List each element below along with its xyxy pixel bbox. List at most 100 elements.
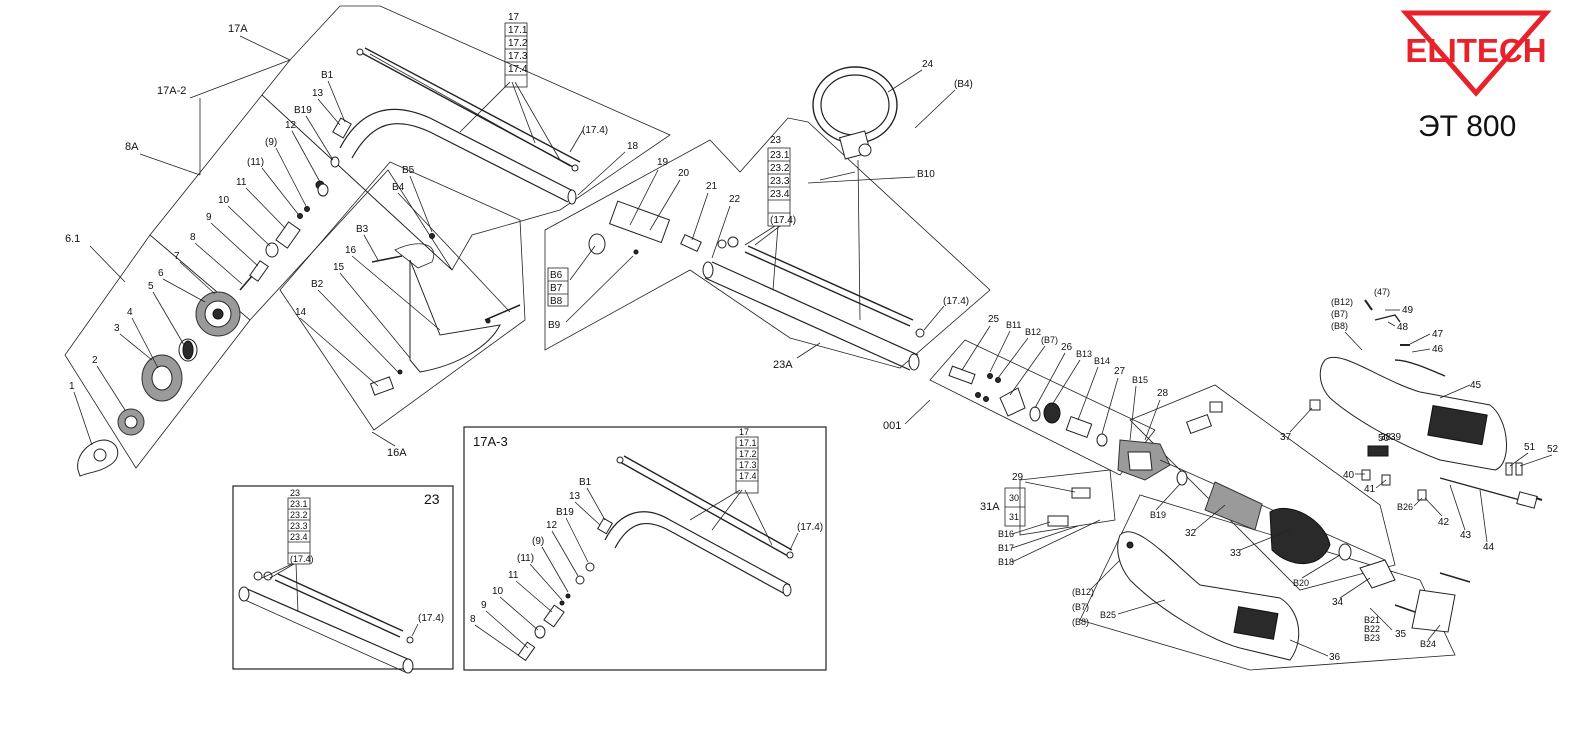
label-18: 18	[627, 141, 639, 152]
handle-24	[812, 66, 898, 160]
label-33: 33	[1230, 548, 1242, 559]
label-17.4b: (17.4)	[943, 296, 969, 307]
label-25: 25	[988, 314, 1000, 325]
trimmer-head-6.1	[77, 291, 241, 477]
inset23-label-17.4: (17.4)	[418, 613, 444, 624]
inset23-3: 23.3	[290, 521, 308, 531]
label-B7b: (B7)	[1072, 602, 1089, 612]
label-B5: B5	[402, 165, 415, 176]
inset-label-17.4: (17.4)	[797, 522, 823, 533]
label-B13: B13	[1076, 349, 1092, 359]
label-B10: B10	[917, 169, 935, 180]
label-B8c: (B8)	[1331, 321, 1348, 331]
label-52: 52	[1547, 444, 1559, 455]
stack23-1: 23.1	[770, 150, 790, 161]
brand-triangle-icon	[1400, 10, 1552, 97]
stack23-2: 23.2	[770, 163, 790, 174]
part-chain-8A	[239, 156, 340, 291]
inset-label-8: 8	[470, 614, 476, 625]
label-7: 7	[174, 251, 180, 262]
label-35: 35	[1395, 629, 1407, 640]
stack-box-17: 17 17.1 17.2 17.3 17.4	[459, 12, 561, 161]
brand-logo: ELITECH ЭТ 800	[1396, 8, 1576, 158]
stackb6-2: B8	[550, 296, 563, 307]
label-13: 13	[312, 88, 324, 99]
stack3031-1: 31	[1009, 512, 1019, 522]
label-24: 24	[922, 59, 934, 70]
stack-box-17-inset: 17 17.1 17.2 17.3 17.4	[689, 427, 773, 546]
label-39: 39	[1390, 432, 1402, 443]
inset-label-9: 9	[481, 600, 487, 611]
label-B12c: (B12)	[1331, 297, 1353, 307]
label-47b: (47)	[1374, 287, 1390, 297]
label-27: 27	[1114, 366, 1126, 377]
stack-box-3031: 30 31	[1004, 487, 1026, 527]
group-17A: 17A	[228, 23, 248, 35]
stack-box-23-inset: 23 23.1 23.2 23.3 23.4 (17.4)	[261, 488, 314, 613]
label-16: 16	[345, 245, 357, 256]
inset-label-9b: (9)	[532, 536, 544, 547]
inset17-3: 17.3	[739, 460, 757, 470]
motor-parts	[948, 365, 1471, 633]
label-42: 42	[1438, 517, 1450, 528]
stack17-0: 17	[508, 12, 520, 23]
inset23-4: 23.4	[290, 532, 308, 542]
inset-label-12: 12	[546, 520, 558, 531]
clamp-13	[332, 117, 352, 139]
inset17-2: 17.2	[739, 449, 757, 459]
label-B19: B19	[294, 105, 312, 116]
handle-housing-36	[1117, 531, 1300, 661]
stack23-3: 23.3	[770, 176, 790, 187]
stack17-2: 17.2	[508, 38, 528, 49]
inset17-0: 17	[739, 427, 749, 437]
stack23-4: 23.4	[770, 189, 790, 200]
outline-8A	[149, 94, 453, 321]
label-B22: B22	[1364, 624, 1380, 634]
outline-31A	[1019, 469, 1116, 536]
label-12: 12	[285, 120, 297, 131]
label-B7c: (B7)	[1331, 309, 1348, 319]
group-23A: 23A	[773, 359, 793, 371]
inset23-0: 23	[290, 488, 300, 498]
inset-17A-3-labels: 8 9 10 11 (11) (9) 12 B19 13 B1 (17.4)	[470, 477, 823, 656]
label-19: 19	[657, 157, 669, 168]
label-B15: B15	[1132, 375, 1148, 385]
stack17-4: 17.4	[508, 64, 528, 75]
part-labels: 1 2 3 4 5 6 7 8 9 10 11 (11) (9) 12 B19 …	[69, 59, 1559, 663]
label-B2: B2	[311, 279, 324, 290]
group-6.1: 6.1	[65, 233, 80, 245]
label-8: 8	[190, 232, 196, 243]
outline-16A	[279, 161, 526, 431]
label-B4b: (B4)	[954, 79, 973, 90]
group-8A: 8A	[125, 141, 139, 153]
rear-housing-45	[1319, 356, 1507, 471]
inset17-1: 17.1	[739, 438, 757, 448]
stack-box-23-main: 23 23.1 23.2 23.3 23.4 (17.4)	[744, 135, 796, 291]
label-26: 26	[1061, 342, 1073, 353]
label-B21: B21	[1364, 615, 1380, 625]
label-B16: B16	[998, 529, 1014, 539]
label-43: 43	[1460, 530, 1472, 541]
label-46: 46	[1432, 344, 1444, 355]
outline-17A	[261, 5, 671, 271]
inset-17A-3-parts	[517, 455, 794, 662]
stack-box-b6: B6 B7 B8	[547, 267, 569, 307]
group-001: 001	[883, 420, 901, 432]
label-10: 10	[218, 195, 230, 206]
outline-motor	[1129, 384, 1396, 591]
inset-label-B19: B19	[556, 507, 574, 518]
label-9: 9	[206, 212, 212, 223]
label-B20: B20	[1293, 578, 1309, 588]
tube-23A	[588, 171, 925, 371]
outline-23A	[544, 117, 991, 369]
label-1: 1	[69, 381, 75, 392]
inset-23-tube	[238, 571, 414, 674]
label-17.4a: (17.4)	[582, 125, 608, 136]
label-22: 22	[729, 194, 741, 205]
stackb6-1: B7	[550, 283, 563, 294]
label-B12: B12	[1025, 327, 1041, 337]
model-name: ЭТ 800	[1418, 110, 1517, 143]
label-B11: B11	[1006, 320, 1021, 330]
inset-17A-3-title: 17A-3	[473, 434, 508, 449]
